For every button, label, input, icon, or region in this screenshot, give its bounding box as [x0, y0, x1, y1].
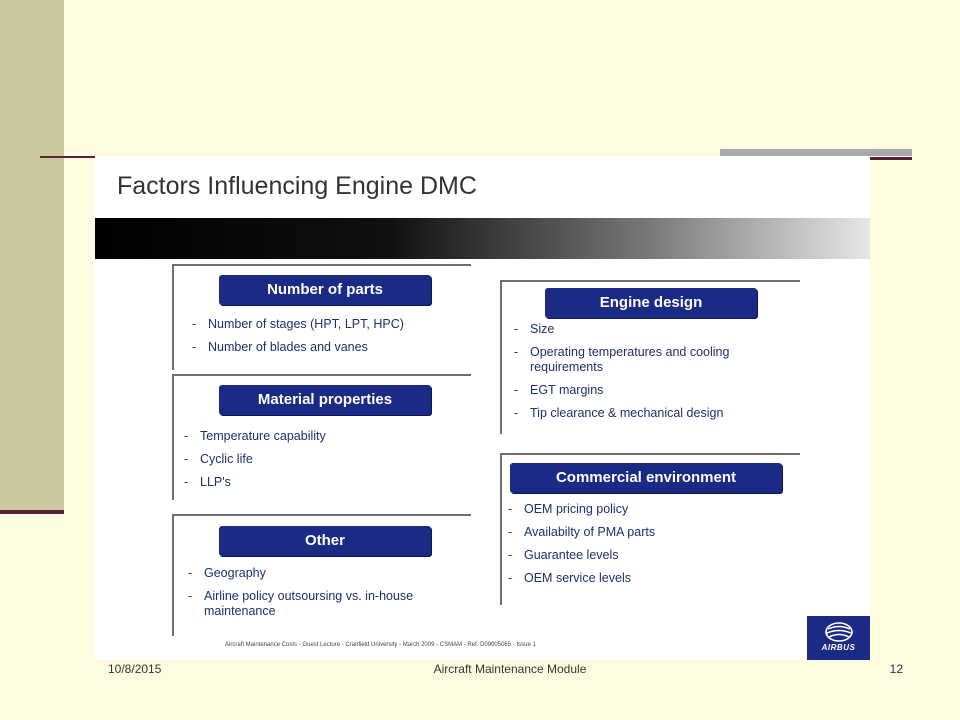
- list-item: Size: [514, 322, 792, 337]
- title-gradient-band: [95, 218, 870, 259]
- left-decor-line: [0, 510, 64, 514]
- footer-date: 10/8/2015: [108, 662, 162, 676]
- embedded-slide-image: Factors Influencing Engine DMC Number of…: [95, 156, 870, 660]
- engine-design-header: Engine design: [545, 288, 757, 318]
- commercial-environment-box: Commercial environment OEM pricing polic…: [500, 453, 800, 605]
- number-of-parts-box: Number of parts Number of stages (HPT, L…: [172, 264, 471, 370]
- list-item: Operating temperatures and cooling requi…: [514, 345, 792, 375]
- list-item: Geography: [188, 566, 464, 581]
- list-item: LLP's: [184, 475, 464, 490]
- material-properties-box: Material properties Temperature capabili…: [172, 374, 471, 500]
- list-item: OEM service levels: [508, 571, 792, 586]
- list-item: Cyclic life: [184, 452, 464, 467]
- engine-design-box: Engine design Size Operating temperature…: [500, 280, 800, 434]
- airbus-globe-icon: [824, 622, 853, 642]
- number-of-parts-header: Number of parts: [219, 275, 431, 305]
- title-accent-line-left: [40, 156, 100, 158]
- left-decor-bar: [0, 0, 64, 512]
- list-item: EGT margins: [514, 383, 792, 398]
- list-item: Temperature capability: [184, 429, 464, 444]
- vertical-reference-text: [139, 520, 147, 640]
- material-properties-header: Material properties: [219, 385, 431, 415]
- number-of-parts-list: Number of stages (HPT, LPT, HPC) Number …: [192, 317, 464, 363]
- list-item: Number of blades and vanes: [192, 340, 464, 355]
- other-list: Geography Airline policy outsoursing vs.…: [188, 566, 464, 627]
- material-properties-list: Temperature capability Cyclic life LLP's: [184, 429, 464, 498]
- page-number: 12: [889, 662, 903, 676]
- list-item: Number of stages (HPT, LPT, HPC): [192, 317, 464, 332]
- list-item: Availabilty of PMA parts: [508, 525, 792, 540]
- other-box: Other Geography Airline policy outsoursi…: [172, 514, 471, 636]
- commercial-environment-header: Commercial environment: [510, 463, 782, 493]
- airbus-logo: AIRBUS: [807, 616, 870, 660]
- commercial-environment-list: OEM pricing policy Availabilty of PMA pa…: [508, 502, 792, 594]
- slide-title: Factors Influencing Engine DMC: [117, 172, 477, 200]
- list-item: Guarantee levels: [508, 548, 792, 563]
- list-item: Airline policy outsoursing vs. in-house …: [188, 589, 464, 619]
- title-accent-line-right: [870, 157, 912, 160]
- list-item: Tip clearance & mechanical design: [514, 406, 792, 421]
- slide-footer-note: Aircraft Maintenance Costs - Guest Lectu…: [225, 642, 536, 648]
- list-item: OEM pricing policy: [508, 502, 792, 517]
- other-header: Other: [219, 526, 431, 556]
- engine-design-list: Size Operating temperatures and cooling …: [514, 322, 792, 429]
- footer-title: Aircraft Maintenance Module: [433, 662, 587, 676]
- title-accent-bar-right: [720, 149, 912, 156]
- airbus-wordmark: AIRBUS: [821, 643, 856, 652]
